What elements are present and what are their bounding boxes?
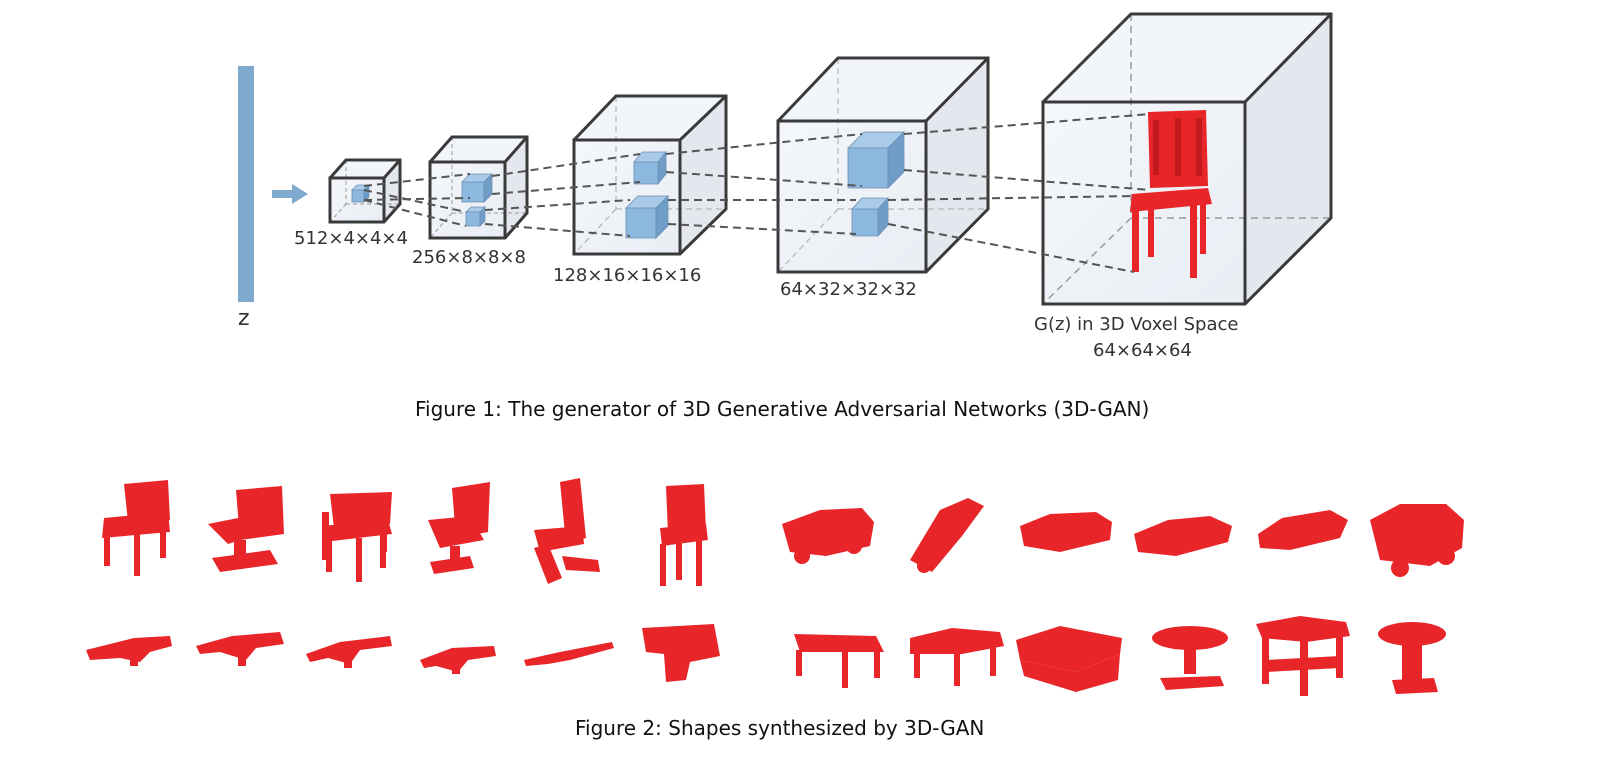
shape-car — [1020, 512, 1112, 552]
output-label-line1: G(z) in 3D Voxel Space — [1034, 314, 1239, 335]
layer-label-3: 128×16×16×16 — [553, 265, 702, 286]
shape-table — [1256, 616, 1350, 696]
layer-label-4: 64×32×32×32 — [780, 279, 917, 300]
shape-gun — [306, 636, 392, 668]
shape-gun — [524, 642, 614, 666]
output-voxel-cube — [1041, 12, 1333, 306]
shape-gun — [642, 624, 720, 682]
shape-chair — [208, 486, 284, 572]
shape-table — [1378, 622, 1446, 694]
shape-chair — [102, 480, 170, 576]
latent-vector-bar — [238, 66, 254, 302]
subcube — [625, 195, 669, 239]
layer-label-2: 256×8×8×8 — [412, 247, 526, 268]
latent-label: z — [238, 306, 250, 331]
layer-cube-3 — [572, 94, 728, 256]
shape-car — [782, 508, 874, 564]
layer-cube-1 — [328, 158, 402, 224]
shape-gun — [196, 632, 284, 666]
layer-cube-2 — [428, 135, 529, 240]
figure1-caption: Figure 1: The generator of 3D Generative… — [415, 397, 1150, 421]
shape-table — [794, 634, 884, 688]
shape-table — [910, 628, 1004, 686]
shape-chair — [660, 484, 708, 586]
shape-gun — [420, 646, 496, 674]
shape-car — [1258, 510, 1348, 550]
figure2-caption: Figure 2: Shapes synthesized by 3D-GAN — [575, 716, 985, 740]
voxel-chair — [1130, 110, 1212, 278]
shape-car — [1134, 516, 1232, 556]
shape-chair — [534, 478, 600, 584]
shape-table — [1152, 626, 1228, 690]
projection-lines — [363, 113, 1151, 273]
shape-chair — [428, 482, 490, 574]
layer-label-1: 512×4×4×4 — [294, 228, 408, 249]
subcube — [351, 184, 370, 203]
layer-cube-4 — [776, 56, 990, 274]
shape-chair — [322, 492, 392, 582]
subcube — [465, 206, 486, 227]
shape-table — [1016, 626, 1122, 692]
subcube — [851, 196, 889, 238]
output-label-line2: 64×64×64 — [1093, 340, 1192, 361]
shape-gun — [86, 636, 172, 666]
shape-car — [910, 498, 984, 573]
arrow-icon — [272, 184, 308, 204]
subcube — [461, 173, 493, 203]
shape-car — [1370, 504, 1464, 577]
subcube — [633, 150, 667, 186]
subcube — [847, 131, 905, 189]
